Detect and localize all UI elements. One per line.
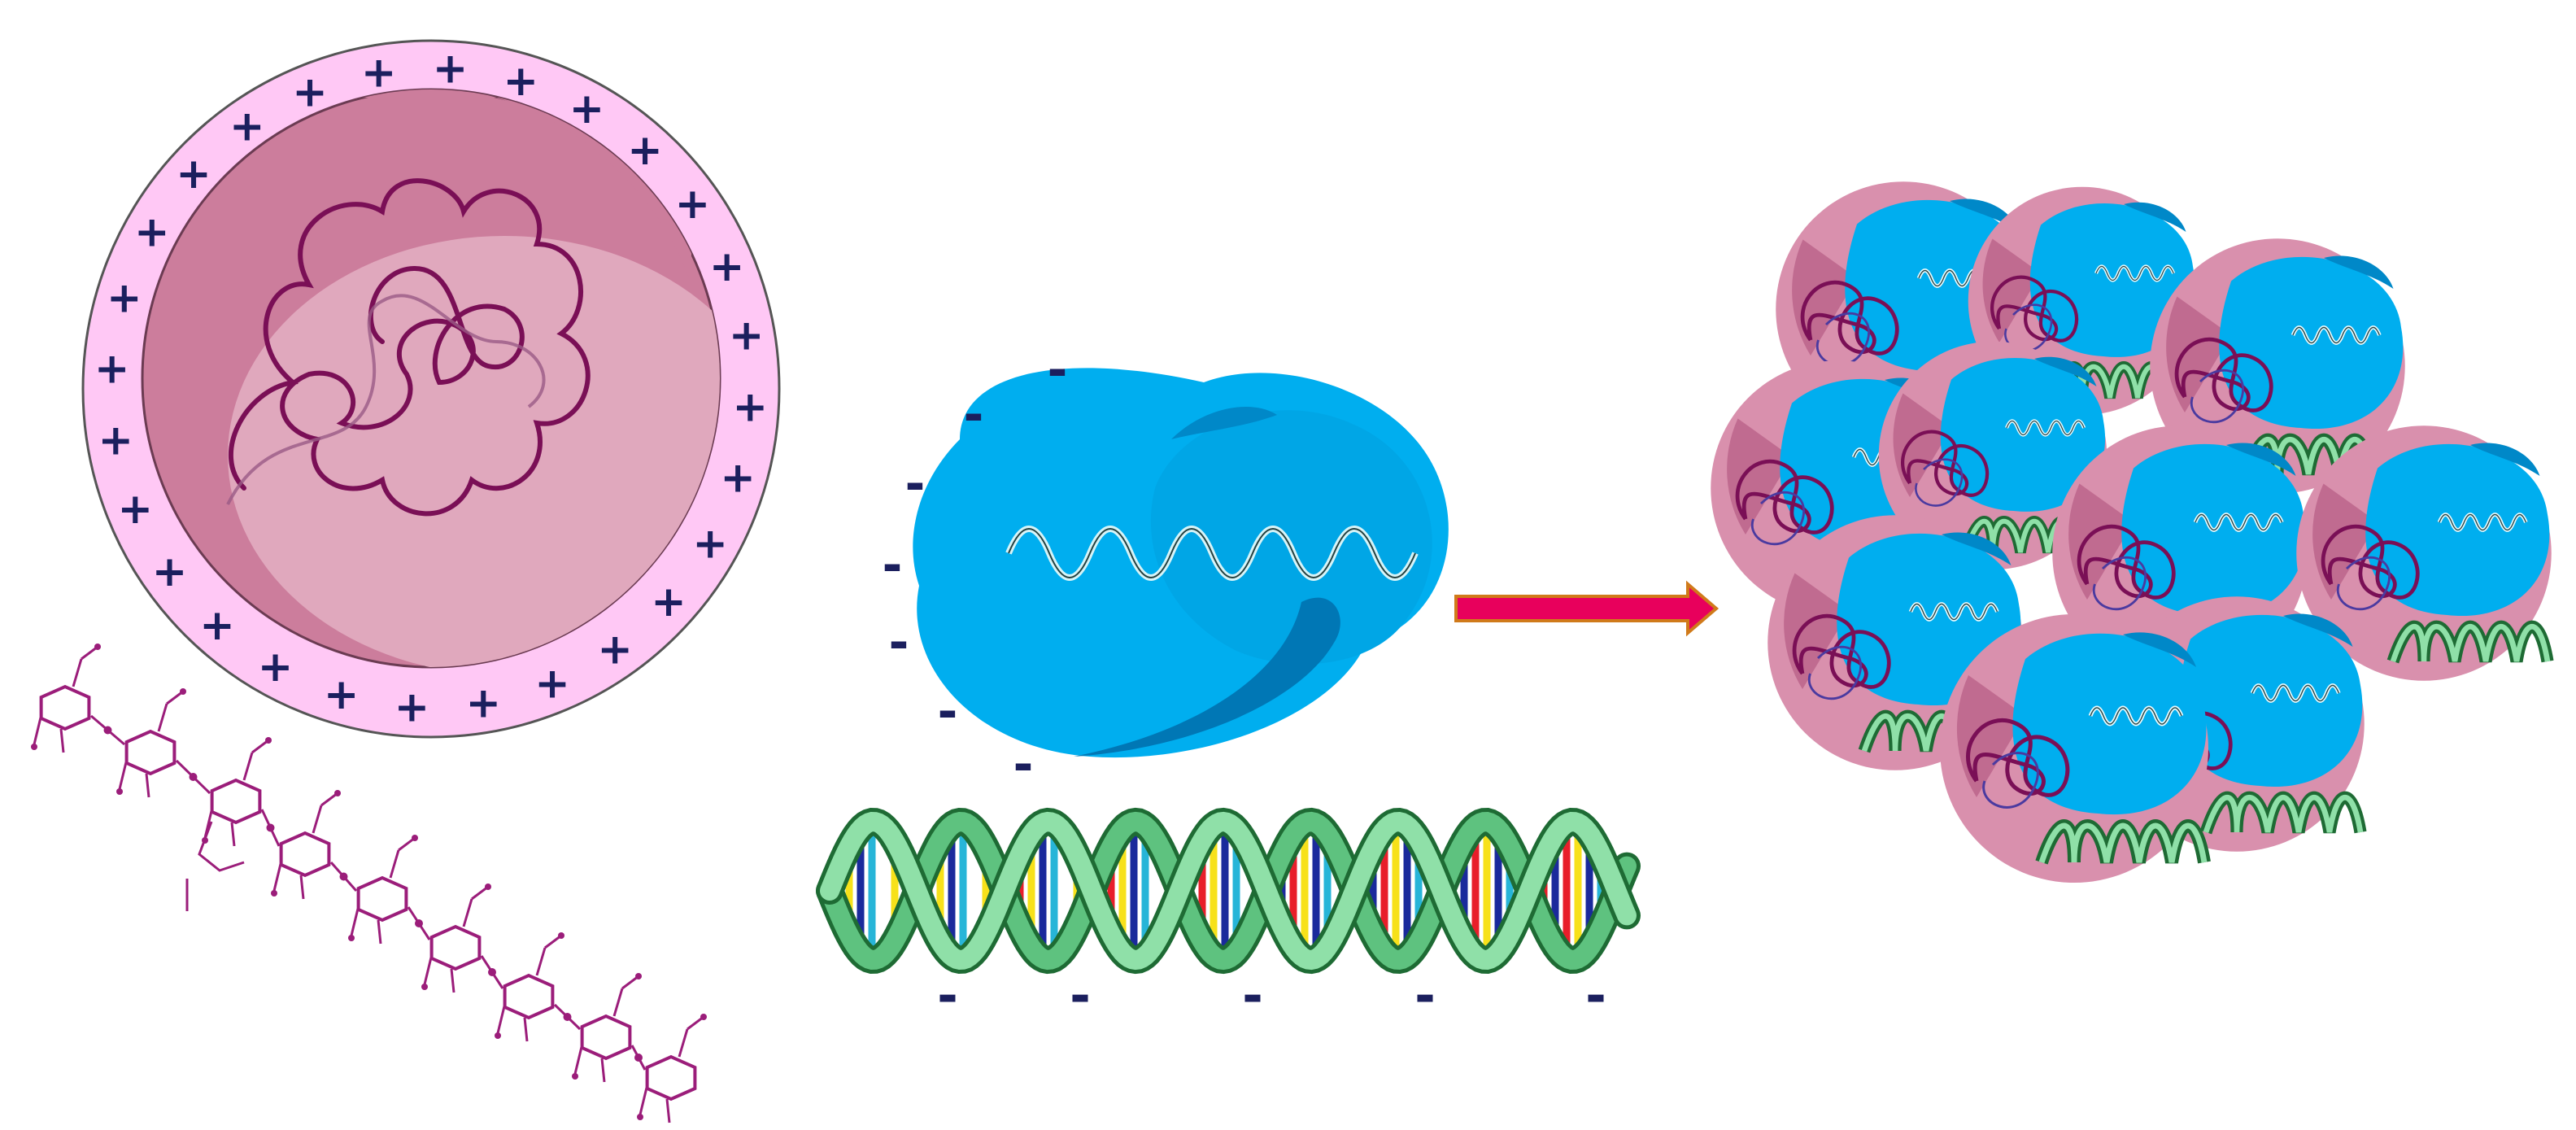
negative-charge: - <box>938 683 958 740</box>
negative-charge: - <box>1070 966 1091 1025</box>
sugar-ring <box>580 1014 632 1061</box>
negative-charge: - <box>1585 966 1606 1025</box>
sugar-ring <box>645 1054 697 1102</box>
reaction-arrow <box>1454 580 1720 637</box>
sugar-ring <box>210 778 262 825</box>
negative-charge: - <box>937 966 958 1025</box>
positive-charge: + <box>534 660 570 709</box>
surface-charges: ++++++++++++++++++++++++++++ <box>94 45 768 732</box>
positive-charge: + <box>199 601 235 650</box>
positive-charge: + <box>324 670 360 719</box>
sugar-ring <box>356 875 408 923</box>
positive-charge: + <box>433 45 469 94</box>
positive-charge: + <box>597 625 633 674</box>
positive-charge: + <box>675 180 711 229</box>
sugar-ring <box>39 684 91 731</box>
sugar-ring <box>429 924 482 971</box>
negative-charge: - <box>1242 966 1263 1025</box>
positive-charge: + <box>709 242 745 291</box>
protein-charges: ------- <box>883 342 1068 793</box>
negative-charge: - <box>964 386 984 443</box>
positive-charge: + <box>720 453 756 502</box>
protein: ------- <box>883 342 1449 793</box>
negative-charge: - <box>1013 736 1034 793</box>
dna-charges: ----- <box>937 966 1606 1025</box>
positive-charge: + <box>692 519 728 568</box>
positive-charge: + <box>627 126 663 175</box>
sugar-ring <box>279 831 331 878</box>
positive-charge: + <box>107 274 142 323</box>
positive-charge: + <box>651 578 686 626</box>
positive-charge: + <box>134 208 170 257</box>
nanoparticle-core-highlight <box>228 236 720 667</box>
positive-charge: + <box>466 679 502 728</box>
positive-charge: + <box>118 485 154 534</box>
negative-charge: - <box>1048 342 1068 399</box>
nanoparticle: ++++++++++++++++++++++++++++ <box>81 39 781 739</box>
dna-strand-a <box>820 811 1637 971</box>
sugar-ring <box>503 973 555 1020</box>
dna-strand-b <box>820 811 1637 971</box>
complex-cluster <box>1711 181 2552 883</box>
protein-lobe <box>1150 410 1432 665</box>
positive-charge: + <box>258 643 294 692</box>
negative-charge: - <box>883 537 903 594</box>
chitosan-molecule <box>31 644 707 1123</box>
nanoparticle-complex <box>1940 614 2208 883</box>
negative-charge: - <box>1414 966 1436 1025</box>
positive-charge: + <box>729 312 765 360</box>
dna-double-helix <box>816 807 1641 975</box>
negative-charge: - <box>905 456 926 513</box>
positive-charge: + <box>733 383 769 432</box>
positive-charge: + <box>361 48 397 97</box>
polymer-chain-faint <box>226 294 546 505</box>
positive-charge: + <box>503 57 539 106</box>
positive-charge: + <box>292 68 328 116</box>
sugar-ring <box>124 729 177 776</box>
positive-charge: + <box>94 344 130 393</box>
positive-charge: + <box>229 103 265 151</box>
positive-charge: + <box>152 548 188 596</box>
positive-charge: + <box>394 683 430 731</box>
positive-charge: + <box>176 150 211 199</box>
positive-charge: + <box>569 85 605 133</box>
polymer-chain <box>228 178 591 517</box>
negative-charge: - <box>889 614 909 671</box>
positive-charge: + <box>98 416 134 465</box>
